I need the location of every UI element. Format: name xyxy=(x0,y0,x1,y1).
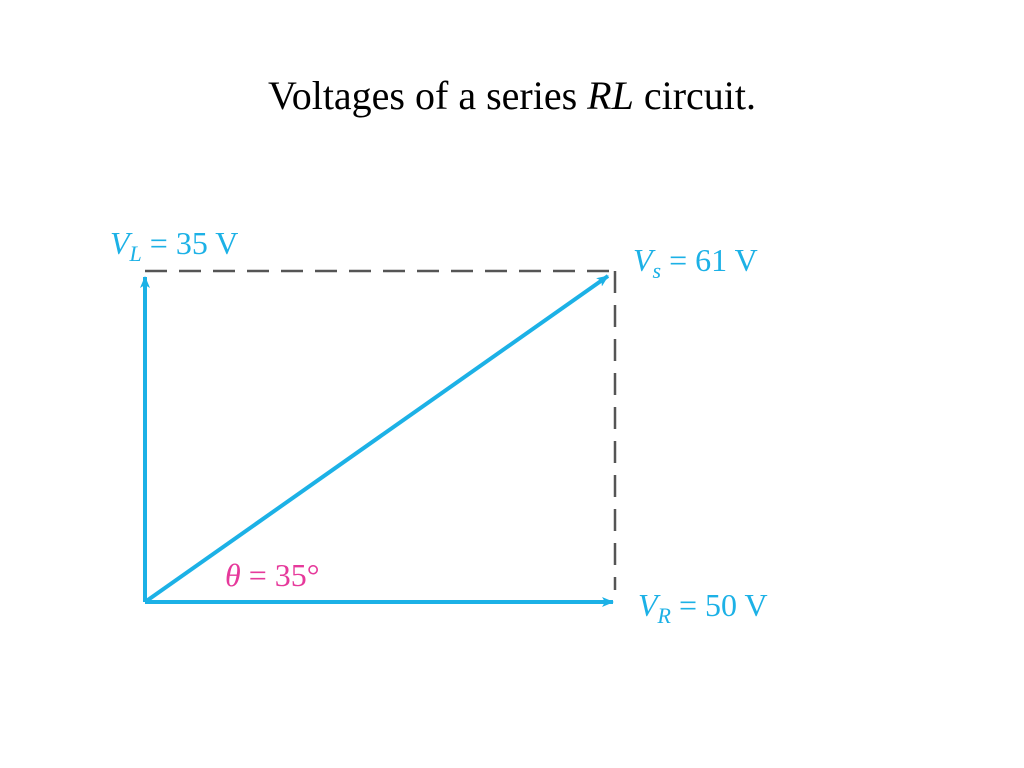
label-vs-symbol: V xyxy=(633,242,656,278)
label-theta-value: = 35° xyxy=(241,557,320,593)
label-vr-value: = 50 V xyxy=(671,587,768,623)
label-vr-symbol: V xyxy=(638,587,661,623)
title-emphasis: RL xyxy=(587,73,634,118)
label-theta: θ = 35° xyxy=(225,557,320,593)
label-theta-symbol: θ xyxy=(225,557,241,593)
title-prefix: Voltages of a series xyxy=(267,73,588,118)
label-vl-symbol: V xyxy=(110,225,133,261)
phasor-vs xyxy=(143,274,610,604)
label-vs-value: = 61 V xyxy=(661,242,758,278)
label-vl-subscript: L xyxy=(129,241,142,266)
label-vs: Vs = 61 V xyxy=(633,242,758,283)
label-vl: VL = 35 V xyxy=(110,225,238,266)
label-vs-subscript: s xyxy=(653,258,662,283)
label-vr: VR = 50 V xyxy=(638,587,768,628)
title-suffix: circuit. xyxy=(633,73,757,118)
label-vl-value: = 35 V xyxy=(142,225,239,261)
label-vr-subscript: R xyxy=(657,603,672,628)
slide-title: Voltages of a series RL circuit. xyxy=(0,70,1024,122)
